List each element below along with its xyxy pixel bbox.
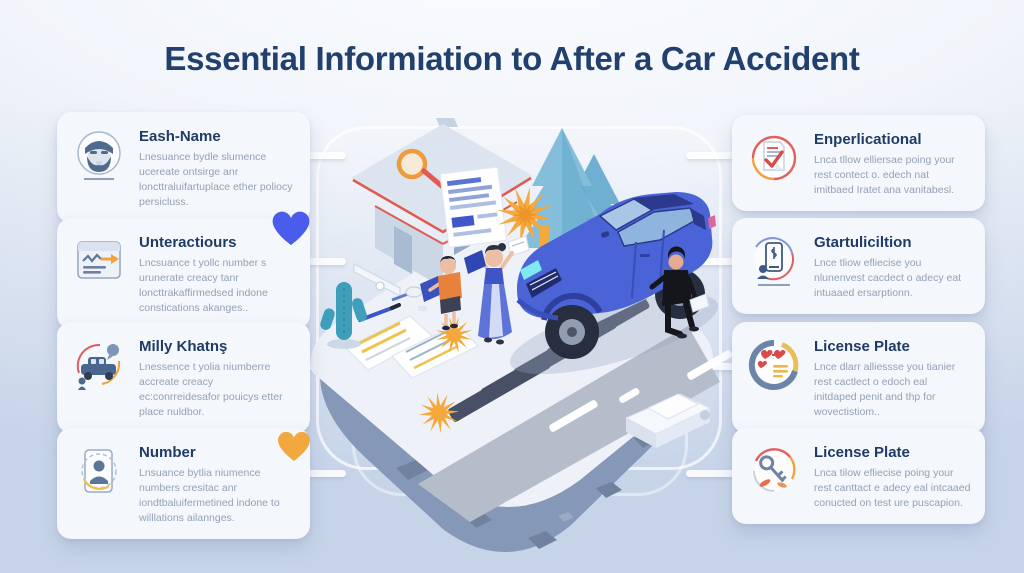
info-card-gtartuliciltion: Gtartuliciltion Lnce tliow efliecise you… (732, 218, 985, 314)
connector-line (306, 258, 346, 265)
orange-heart-icon (278, 431, 310, 461)
chart-window-icon (77, 241, 121, 279)
person-portrait-icon (77, 131, 121, 180)
card-body: Lnca tilow efliecise poing your rest can… (814, 467, 971, 509)
child-with-folder (420, 256, 462, 331)
card-body: Lncsuance t yollc number s urunerate cre… (139, 257, 268, 314)
driver-in-black (649, 246, 710, 339)
card-heading: Number (139, 444, 196, 461)
info-card-milly-khatng: Milly Khatnş Lnessence t yolia niumberre… (57, 322, 310, 433)
card-heading: Eash-Name (139, 128, 221, 145)
info-card-enperlicational: Enperlicational Lnca tllow elliersae poi… (732, 115, 985, 211)
connector-line (686, 470, 736, 477)
card-heading: License Plate (814, 338, 910, 355)
info-card-eash-name: Eash-Name Lnesuance bydle slumence ucere… (57, 112, 310, 223)
card-heading: Gtartuliciltion (814, 234, 912, 251)
insurance-document (439, 166, 507, 248)
connector-line (306, 152, 346, 159)
id-card-icon (81, 449, 117, 493)
key-circle-icon (753, 448, 796, 492)
card-heading: Enperlicational (814, 131, 922, 148)
info-card-number: Number Lnsuance bytlia niumence numbers … (57, 428, 310, 539)
page-title: Essential Informiation to After a Car Ac… (164, 40, 860, 77)
connector-line (306, 470, 346, 477)
card-heading: Milly Khatnş (139, 338, 228, 355)
cactus-plant (320, 282, 367, 349)
woman-with-documents (464, 235, 530, 345)
card-heading: License Plate (814, 444, 910, 461)
car-report-icon (76, 343, 121, 390)
card-body: Lnesuance bydle slumence ucereate ontsir… (139, 151, 293, 208)
info-card-unteractiours: Unteractiours Lncsuance t yollc number s… (57, 218, 310, 329)
card-body: Lnsuance bytlia niumence numbers cresita… (139, 467, 280, 524)
car-accident-illustration (310, 118, 732, 553)
card-body: Lnce dlarr alliessse you tianier rest ca… (814, 361, 956, 418)
info-card-license-plate-1: License Plate Lnce dlarr alliessse you t… (732, 322, 985, 433)
info-card-license-plate-2: License Plate Lnca tilow efliecise poing… (732, 428, 985, 524)
connector-line (686, 258, 736, 265)
connector-line (686, 152, 736, 159)
gauge-hearts-icon (748, 339, 799, 390)
blue-heart-icon (272, 211, 310, 246)
card-body: Lnca tllow elliersae poing your rest con… (814, 154, 955, 196)
document-check-icon (751, 135, 797, 181)
card-body: Lnessence t yolia niumberre accreate cre… (139, 361, 283, 418)
cargo-boxes (624, 393, 712, 448)
card-body: Lnce tliow efliecise you nlunenvest cacd… (814, 257, 962, 299)
card-heading: Unteractiours (139, 234, 237, 251)
phone-person-icon (754, 237, 794, 286)
